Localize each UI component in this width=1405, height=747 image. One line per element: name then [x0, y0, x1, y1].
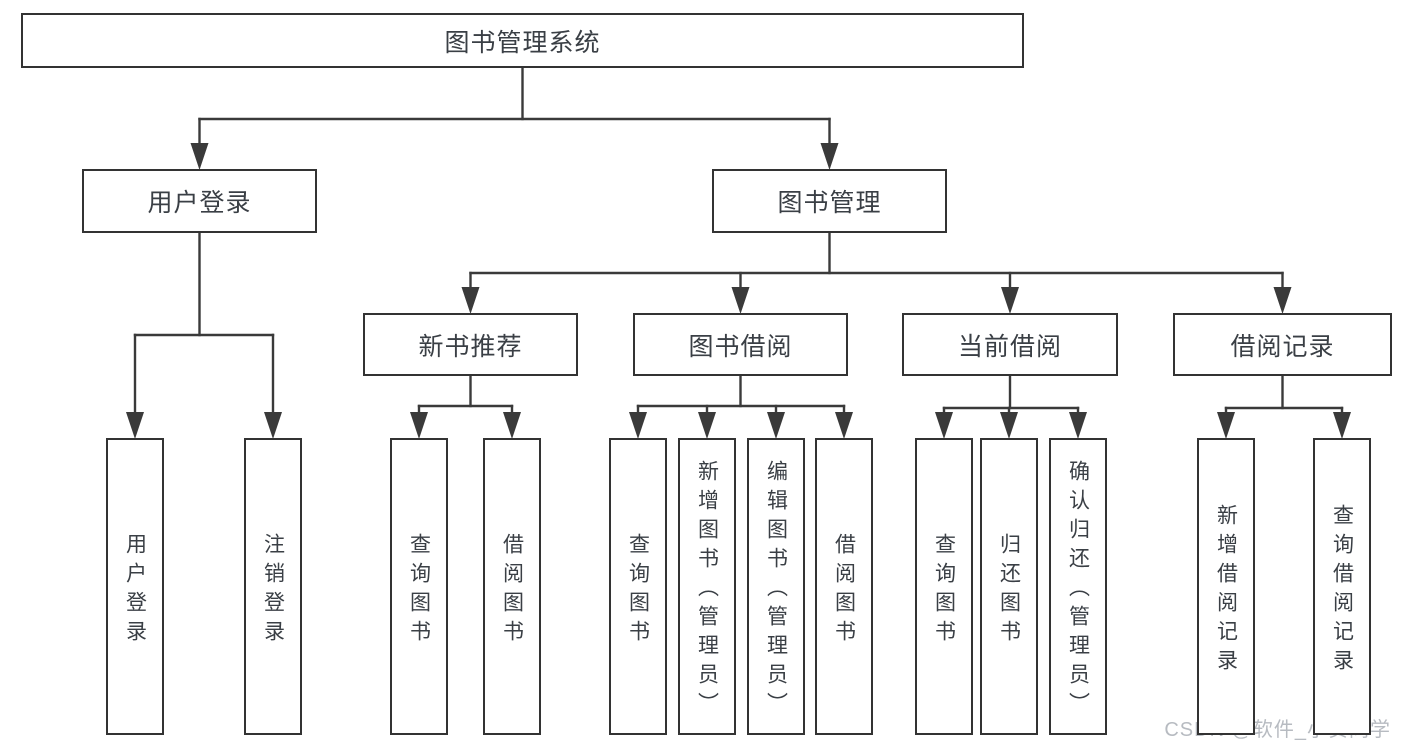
node-cb-query: 查询图书: [915, 438, 973, 735]
node-label-book-mgmt: 图书管理: [777, 189, 882, 217]
node-label-bb-add: 新增图书（管理员）: [695, 460, 719, 721]
node-label-user-login: 用户登录: [147, 189, 252, 217]
node-logout: 注销登录: [244, 438, 302, 735]
node-label-bb-borrow: 借阅图书: [832, 532, 856, 649]
node-borrow-records: 借阅记录: [1173, 313, 1392, 376]
node-label-current-borrow: 当前借阅: [957, 332, 1062, 361]
arrowhead-icon: [629, 412, 647, 439]
node-book-borrow: 图书借阅: [633, 313, 848, 376]
arrowhead-icon: [410, 412, 428, 439]
node-current-borrow: 当前借阅: [902, 313, 1118, 376]
arrowhead-icon: [820, 143, 839, 170]
node-label-nb-query: 查询图书: [407, 532, 431, 649]
arrowhead-icon: [935, 412, 953, 439]
node-login: 用户登录: [106, 438, 164, 735]
node-br-query: 查询借阅记录: [1313, 438, 1371, 735]
arrowhead-icon: [767, 412, 785, 439]
arrowhead-icon: [1001, 287, 1019, 314]
node-bb-add: 新增图书（管理员）: [678, 438, 736, 735]
node-label-cb-confirm: 确认归还（管理员）: [1066, 460, 1090, 721]
node-label-new-book-rec: 新书推荐: [418, 332, 523, 361]
node-label-nb-borrow: 借阅图书: [500, 532, 524, 649]
node-label-login: 用户登录: [123, 532, 147, 649]
node-label-borrow-records: 借阅记录: [1230, 332, 1335, 361]
node-root: 图书管理系统: [21, 13, 1024, 68]
arrowhead-icon: [264, 412, 282, 439]
node-label-cb-query: 查询图书: [932, 532, 956, 649]
node-label-br-add: 新增借阅记录: [1214, 503, 1238, 678]
arrowhead-icon: [126, 412, 144, 439]
node-cb-confirm: 确认归还（管理员）: [1049, 438, 1107, 735]
node-bb-borrow: 借阅图书: [815, 438, 873, 735]
arrowhead-icon: [1273, 287, 1292, 314]
arrowhead-icon: [698, 412, 716, 439]
node-label-root: 图书管理系统: [444, 28, 601, 57]
node-user-login: 用户登录: [82, 169, 317, 233]
arrowhead-icon: [835, 412, 853, 439]
node-book-mgmt: 图书管理: [712, 169, 947, 233]
arrowhead-icon: [1217, 412, 1235, 439]
node-new-book-rec: 新书推荐: [363, 313, 578, 376]
node-bb-query: 查询图书: [609, 438, 667, 735]
arrowhead-icon: [1069, 412, 1087, 439]
arrowhead-icon: [1000, 412, 1018, 439]
node-label-logout: 注销登录: [261, 532, 285, 649]
arrowhead-icon: [731, 287, 750, 314]
arrowhead-icon: [190, 143, 209, 170]
node-label-bb-edit: 编辑图书（管理员）: [764, 460, 788, 721]
arrowhead-icon: [461, 287, 480, 314]
node-label-book-borrow: 图书借阅: [688, 332, 793, 361]
node-br-add: 新增借阅记录: [1197, 438, 1255, 735]
node-bb-edit: 编辑图书（管理员）: [747, 438, 805, 735]
node-label-cb-return: 归还图书: [997, 532, 1021, 649]
node-cb-return: 归还图书: [980, 438, 1038, 735]
arrowhead-icon: [1333, 412, 1351, 439]
node-label-br-query: 查询借阅记录: [1330, 503, 1354, 678]
arrowhead-icon: [503, 412, 521, 439]
node-nb-query: 查询图书: [390, 438, 448, 735]
node-label-bb-query: 查询图书: [626, 532, 650, 649]
node-nb-borrow: 借阅图书: [483, 438, 541, 735]
